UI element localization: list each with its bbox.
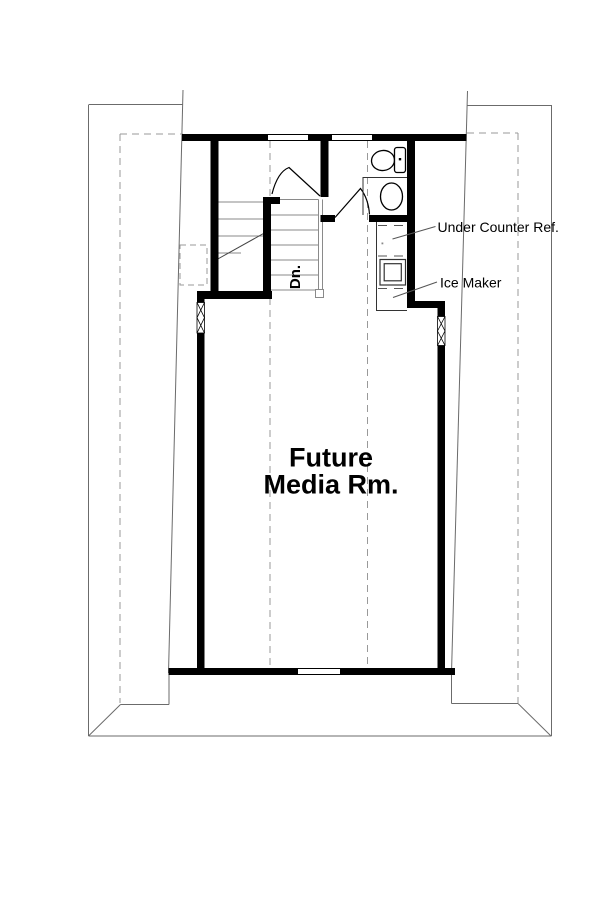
roof-outline: [88, 89, 552, 737]
cabinet-dashed-shelves: [378, 225, 406, 289]
window-top-1: [268, 134, 308, 141]
roof-outline-left: [88, 104, 183, 736]
bath-door-swing: [334, 187, 371, 218]
toilet-bowl: [370, 149, 396, 172]
wall-top-mid: [308, 134, 332, 141]
wall-stair-bottom-stub: [197, 291, 272, 299]
dashed-left: [119, 133, 183, 703]
stair-treads-left-flight: [218, 201, 263, 254]
wall-hall-bath: [320, 141, 329, 197]
counter-outline: [376, 222, 407, 311]
ice-maker-outer: [379, 258, 407, 286]
staircase: [215, 199, 324, 298]
roof-slant-left: [168, 89, 184, 674]
window-x-right: [437, 316, 446, 346]
wall-top-right: [372, 134, 467, 141]
wall-jog-horizontal: [407, 301, 445, 308]
window-x-left: [196, 302, 205, 334]
wall-stair-center: [263, 197, 271, 298]
doors: [271, 166, 371, 218]
wall-stair-center-stub: [263, 197, 280, 204]
vanity-counter: [362, 177, 408, 215]
vanity: [362, 177, 408, 215]
cabinet-run: [376, 222, 407, 311]
stair-treads-right-flight: [271, 199, 319, 291]
stair-break-line: [215, 230, 269, 261]
wall-media-right: [437, 301, 445, 668]
fridge-dot: [381, 242, 384, 245]
wall-bath-right: [407, 141, 415, 308]
toilet: [370, 146, 407, 174]
annotations: Under Counter Ref. Ice Maker: [392, 219, 559, 298]
windows: [196, 134, 446, 675]
ice-maker-inner: [383, 263, 402, 282]
leader-ice-maker: [392, 281, 438, 298]
under-counter-ref-label: Under Counter Ref.: [438, 219, 559, 235]
dashed-storage-box: [179, 244, 208, 286]
stairs-down-label: Dn.: [287, 265, 304, 289]
hall-door-swing: [271, 166, 321, 197]
stair-rail: [318, 199, 323, 290]
room-label-line1: Future: [289, 443, 373, 473]
wall-stair-left: [210, 141, 219, 293]
toilet-flush-dot: [398, 158, 402, 161]
wall-bath-door-stub: [320, 215, 335, 222]
window-top-2: [332, 134, 372, 141]
clearance-dashed-lines: [119, 132, 519, 703]
stair-newel-post: [315, 289, 324, 298]
leader-under-counter-ref: [392, 226, 436, 240]
roof-slant-right: [451, 90, 468, 674]
roof-outline-right: [451, 105, 552, 737]
wall-top-left: [182, 134, 268, 141]
window-bottom: [298, 668, 340, 675]
sink: [379, 182, 404, 211]
wall-media-left: [197, 291, 205, 668]
dashed-right: [467, 132, 519, 703]
room-label: Future Media Rm.: [263, 443, 398, 500]
bathroom-fixtures: [362, 146, 408, 215]
wall-bath-bottom: [369, 215, 415, 222]
room-label-line2: Media Rm.: [263, 470, 398, 500]
ice-maker-label: Ice Maker: [440, 275, 502, 291]
